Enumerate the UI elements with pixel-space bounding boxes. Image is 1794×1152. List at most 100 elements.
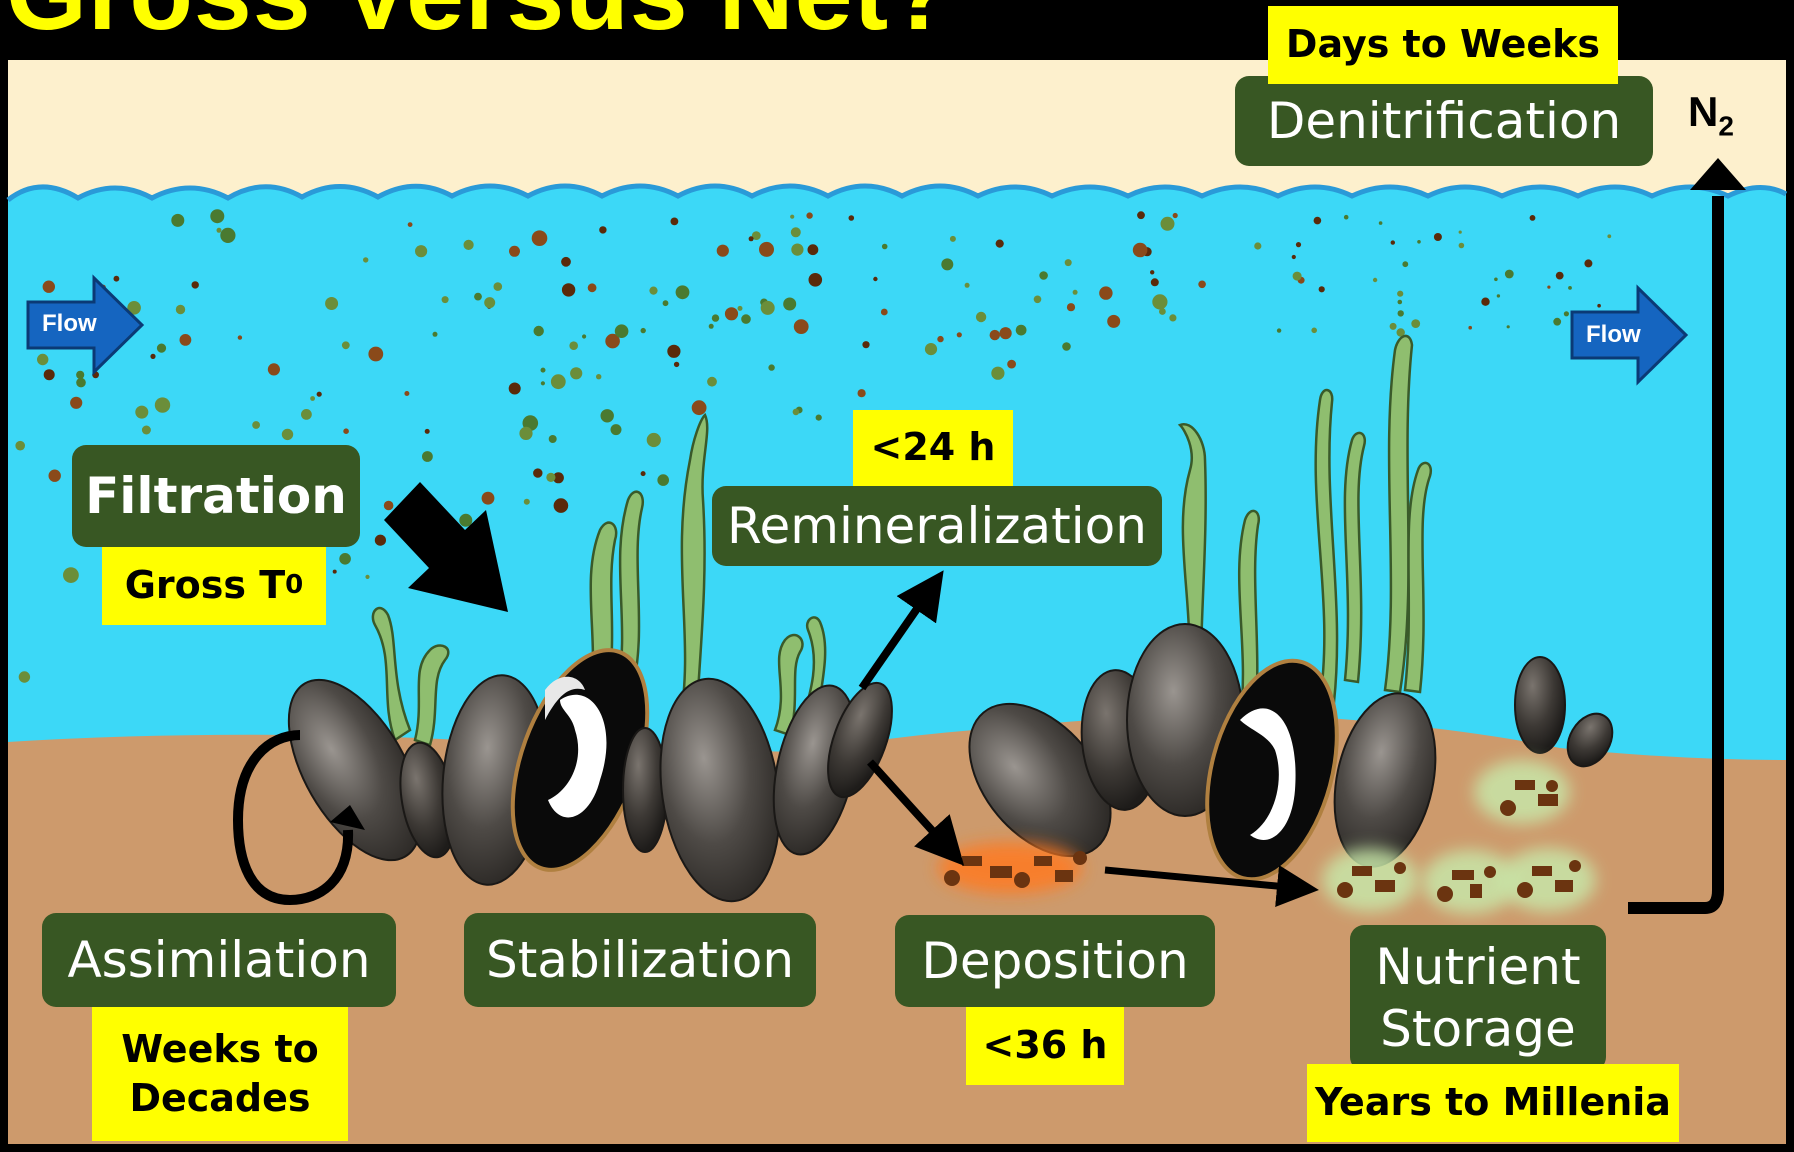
particle xyxy=(1073,290,1078,295)
particle xyxy=(171,214,184,227)
particle xyxy=(532,230,548,246)
particle xyxy=(976,312,986,322)
mussel xyxy=(1515,657,1565,753)
particle xyxy=(339,553,351,565)
particle xyxy=(1254,242,1261,249)
particle xyxy=(808,244,819,255)
particle xyxy=(692,400,707,415)
particle xyxy=(588,283,597,292)
particle xyxy=(996,240,1004,248)
particle xyxy=(1161,217,1175,231)
particle xyxy=(176,305,185,314)
particle xyxy=(761,301,775,315)
filtration-timescale-sub: 0 xyxy=(285,569,303,603)
particle xyxy=(474,293,482,301)
particle xyxy=(1547,286,1550,289)
particle xyxy=(433,332,438,337)
particle xyxy=(482,492,495,505)
particle xyxy=(569,341,578,350)
particle xyxy=(641,471,646,476)
particle xyxy=(114,276,120,282)
filtration-timescale-main: Gross T xyxy=(125,561,285,610)
particle xyxy=(509,383,521,395)
particle xyxy=(881,309,888,316)
particle xyxy=(1497,294,1500,297)
particle xyxy=(1373,278,1377,282)
flow-label-left: Flow xyxy=(42,310,97,337)
particle xyxy=(415,245,427,257)
particle xyxy=(76,371,84,379)
particle xyxy=(484,297,495,308)
particle xyxy=(925,343,937,355)
particle xyxy=(809,273,823,287)
particle xyxy=(541,381,545,385)
remineralization-box: Remineralization xyxy=(712,486,1162,566)
particle xyxy=(404,391,409,396)
particle xyxy=(1198,281,1206,289)
particle xyxy=(873,277,877,281)
particle xyxy=(1152,294,1167,309)
particle xyxy=(561,257,571,267)
particle xyxy=(791,244,803,256)
particle xyxy=(1277,328,1281,332)
particle xyxy=(1065,259,1072,266)
particle xyxy=(957,332,962,337)
particle xyxy=(43,281,55,293)
denitrification-label: Denitrification xyxy=(1267,90,1621,153)
assimilation-label: Assimilation xyxy=(67,929,370,992)
particle xyxy=(858,389,866,397)
particle xyxy=(49,470,61,482)
particle xyxy=(749,236,754,241)
particle xyxy=(582,334,586,338)
particle xyxy=(759,242,774,257)
particle xyxy=(1344,215,1349,220)
particle xyxy=(1398,300,1403,305)
assimilation-timescale-line1: Weeks to xyxy=(121,1025,319,1074)
particle xyxy=(549,435,557,443)
particle xyxy=(1568,286,1572,290)
particle xyxy=(365,575,369,579)
particle xyxy=(1133,243,1148,258)
mussel xyxy=(623,728,667,852)
particle xyxy=(1293,272,1302,281)
particle xyxy=(793,409,800,416)
nutrient-storage-box: Nutrient Storage xyxy=(1350,925,1606,1071)
particle xyxy=(862,341,869,348)
stabilization-box: Stabilization xyxy=(464,913,816,1007)
particle xyxy=(1505,270,1514,279)
particle xyxy=(1067,303,1075,311)
remineralization-timescale: <24 h xyxy=(853,410,1013,486)
particle xyxy=(342,341,350,349)
particle xyxy=(1402,261,1408,267)
denitrification-box: Denitrification xyxy=(1235,76,1653,166)
particle xyxy=(816,415,822,421)
particle xyxy=(611,424,622,435)
particle xyxy=(1034,296,1042,304)
particle xyxy=(157,344,166,353)
assimilation-box: Assimilation xyxy=(42,913,396,1007)
filtration-label: Filtration xyxy=(85,465,347,528)
particle xyxy=(44,369,55,380)
particle xyxy=(217,228,222,233)
particle xyxy=(368,347,383,362)
particle xyxy=(210,209,224,223)
particle xyxy=(937,336,943,342)
particle xyxy=(1584,259,1592,267)
particle xyxy=(1000,327,1012,339)
assimilation-timescale-line2: Decades xyxy=(129,1074,310,1123)
particle xyxy=(991,367,1004,380)
particle xyxy=(459,514,472,527)
particle xyxy=(950,236,956,242)
n2-symbol: N xyxy=(1688,88,1718,135)
particle xyxy=(19,671,30,682)
particle xyxy=(268,363,280,375)
particle xyxy=(1507,325,1510,328)
particle xyxy=(333,570,337,574)
particle xyxy=(1007,360,1016,369)
particle xyxy=(712,314,719,321)
particle xyxy=(941,258,953,270)
particle xyxy=(524,499,530,505)
remineralization-label: Remineralization xyxy=(727,495,1147,558)
particle xyxy=(509,246,520,257)
particle xyxy=(37,354,48,365)
